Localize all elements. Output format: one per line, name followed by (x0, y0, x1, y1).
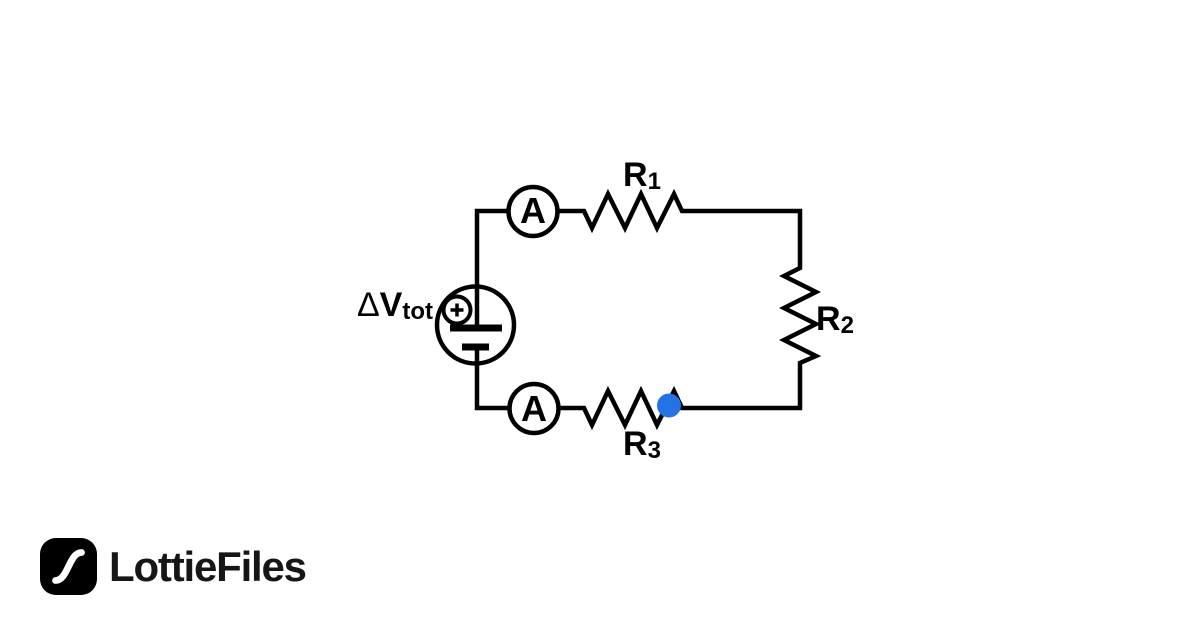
wire-bottom-left (474, 347, 509, 411)
resistor-r3-subscript: 3 (647, 437, 661, 464)
resistor-label-r3: R3 (606, 424, 678, 465)
lottiefiles-logo: LottieFiles (40, 538, 307, 595)
resistor-label-r2: R2 (816, 299, 854, 340)
voltage-subscript: tot (402, 298, 433, 325)
resistor-r3-symbol: R (623, 425, 648, 463)
resistor-r2-symbol: R (816, 300, 841, 338)
ammeter-bottom-circle (507, 381, 561, 436)
voltage-source-label: ΔVtot (330, 285, 433, 326)
brand-wordmark: LottieFiles (109, 543, 307, 590)
lottiefiles-s-curve-icon (52, 549, 85, 584)
resistor-r1-subscript: 1 (647, 168, 661, 195)
wire-main-loop-with-resistors (558, 188, 822, 431)
wire-top-left (474, 208, 509, 328)
resistor-label-r1: R1 (606, 155, 678, 196)
ammeter-top-label: A (520, 190, 546, 231)
resistor-r1-symbol: R (623, 156, 648, 194)
charge-dot (657, 393, 681, 418)
ammeter-bottom-label: A (521, 388, 547, 429)
lottiefiles-icon (40, 538, 97, 595)
circuit-wires (434, 184, 822, 436)
voltage-symbol: V (379, 286, 403, 324)
resistor-r2-subscript: 2 (840, 312, 854, 339)
battery-plus-icon (450, 303, 464, 317)
delta-symbol: Δ (356, 286, 380, 324)
ammeter-top-circle (506, 184, 560, 239)
